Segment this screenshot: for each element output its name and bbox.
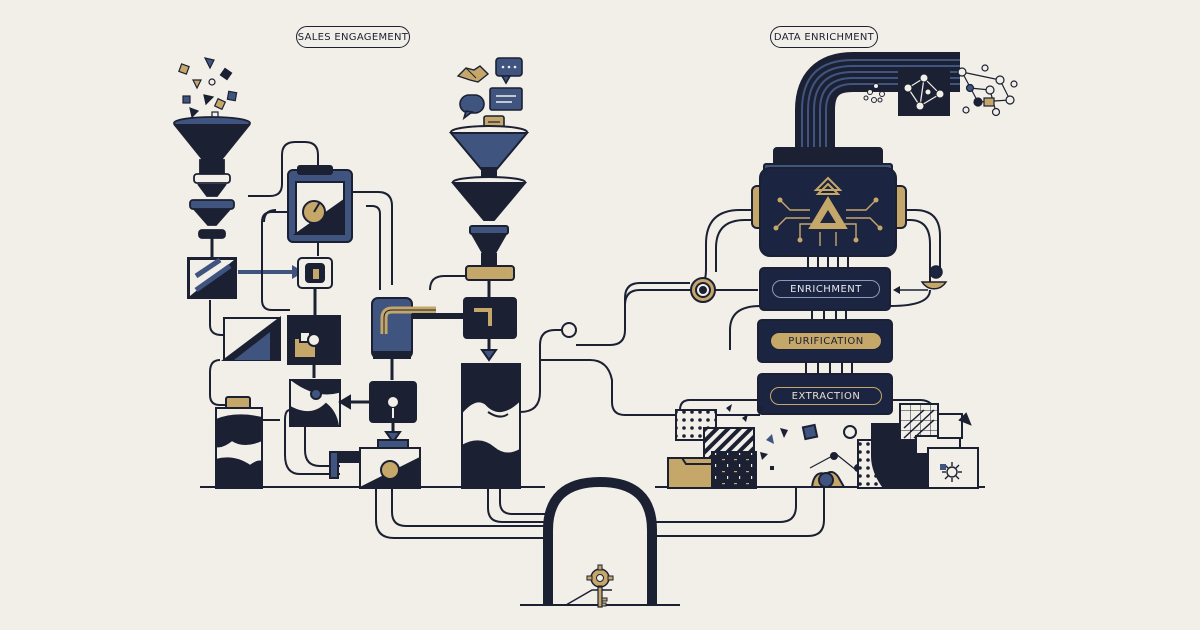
mid-processor — [463, 297, 517, 362]
bent-cable-pipe — [795, 52, 960, 150]
input-gauge — [690, 277, 758, 303]
circuit-chip-icon — [751, 167, 907, 257]
falling-shapes — [178, 57, 238, 119]
sales-funnel — [429, 125, 530, 298]
key-icon — [586, 564, 614, 608]
handshake-icon — [456, 65, 490, 83]
striped-tile — [187, 257, 237, 299]
valve-junction — [297, 257, 333, 316]
enrichment-input-arrow — [893, 265, 948, 294]
data-enrichment-label: DATA ENRICHMENT — [770, 26, 878, 48]
sales-engagement-label: SALES ENGAGEMENT — [296, 26, 410, 48]
left-pipework — [209, 141, 393, 475]
funnel-icon — [173, 116, 251, 258]
elbow-pipe-unit — [371, 297, 465, 380]
left-block-cluster — [221, 315, 341, 427]
network-node-icon — [863, 64, 1018, 117]
purification-stage-label: PURIFICATION — [770, 332, 882, 350]
flow-arrow — [238, 265, 304, 279]
bottom-pipe-network — [375, 282, 825, 539]
extraction-stage-label: EXTRACTION — [770, 387, 882, 405]
raw-data-blocks — [667, 403, 979, 489]
gauge-box — [287, 165, 353, 243]
mid-tank — [461, 363, 521, 489]
left-tank — [215, 396, 280, 489]
shutter-valve — [338, 381, 417, 444]
enrichment-stage-label: ENRICHMENT — [772, 280, 880, 298]
output-valve — [329, 439, 421, 489]
